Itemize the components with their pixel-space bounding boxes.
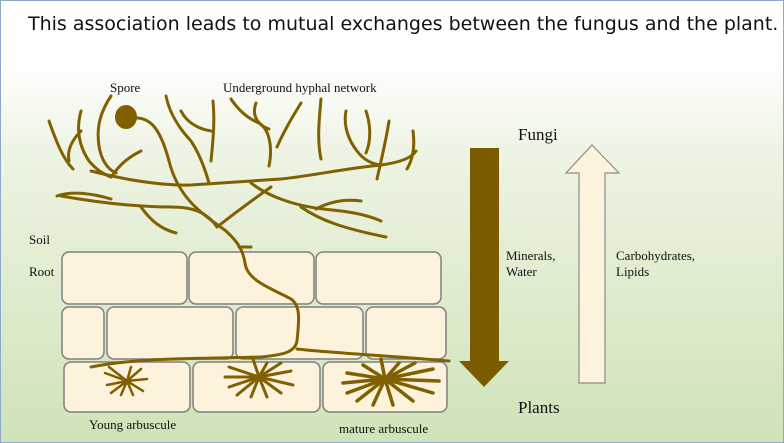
carbohydrates-label: Carbohydrates, [616, 248, 695, 263]
hyphal-network [47, 94, 451, 369]
mature-arbuscule [341, 357, 441, 407]
minerals-water-arrow [459, 148, 509, 387]
soil-label: Soil [29, 232, 50, 247]
root-cell [315, 251, 442, 305]
root-cell [61, 251, 188, 305]
root-cell [63, 361, 191, 413]
root-cell [365, 306, 447, 360]
root-cell [61, 306, 105, 360]
young-arbuscule [103, 365, 149, 397]
water-label: Water [506, 264, 537, 279]
slide-title: This association leads to mutual exchang… [28, 13, 779, 35]
plants-label: Plants [518, 398, 560, 417]
spore [115, 105, 137, 129]
intermediate-arbuscule [223, 357, 295, 399]
root-cell [235, 306, 364, 360]
young-arbuscule-label: Young arbuscule [89, 417, 176, 432]
minerals-label: Minerals, [506, 248, 555, 263]
hyphal-network-label: Underground hyphal network [223, 80, 377, 95]
fungi-label: Fungi [518, 125, 558, 144]
root-cell [106, 306, 234, 360]
spore-label: Spore [110, 80, 141, 95]
mature-arbuscule-label: mature arbuscule [339, 421, 428, 436]
lipids-label: Lipids [616, 264, 649, 279]
root-cells [61, 251, 448, 413]
carbohydrates-lipids-arrow [564, 144, 621, 384]
root-label: Root [29, 264, 55, 279]
